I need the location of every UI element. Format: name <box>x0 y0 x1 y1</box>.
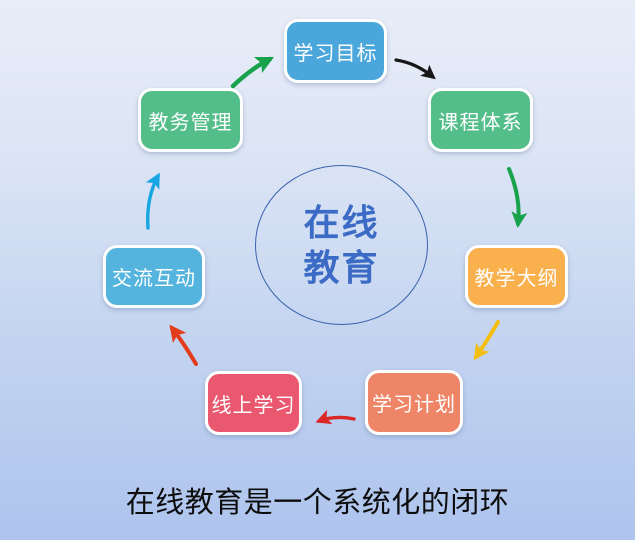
node-communication-interaction-label: 交流互动 <box>112 268 196 290</box>
arrow-course-to-syllabus <box>507 167 528 228</box>
node-study-plan-label: 学习计划 <box>372 394 456 416</box>
node-course-system: 课程体系 <box>428 88 533 152</box>
arrow-online-to-interact <box>169 324 198 366</box>
node-online-learning-label: 线上学习 <box>211 394 296 417</box>
arrow-plan-to-online <box>315 409 356 425</box>
node-study-plan: 学习计划 <box>365 370 463 435</box>
node-learning-goal-label: 学习目标 <box>293 42 378 65</box>
arrow-goal-to-course <box>394 58 436 80</box>
arrow-admin-to-goal <box>230 56 275 89</box>
center-circle: 在线 教育 <box>255 165 428 325</box>
node-teaching-syllabus-label: 教学大纲 <box>474 268 559 290</box>
node-course-system-label: 课程体系 <box>438 111 523 134</box>
node-academic-admin: 教务管理 <box>138 88 243 152</box>
arrow-syllabus-to-plan <box>473 320 500 361</box>
node-learning-goal: 学习目标 <box>284 19 387 83</box>
caption: 在线教育是一个系统化的闭环 <box>125 487 510 519</box>
arrow-interact-to-admin <box>145 172 160 230</box>
node-communication-interaction: 交流互动 <box>103 245 205 308</box>
center-title-line2: 教育 <box>303 247 380 288</box>
node-teaching-syllabus: 教学大纲 <box>465 245 568 308</box>
center-title-line1: 在线 <box>303 202 380 243</box>
node-academic-admin-label: 教务管理 <box>148 111 233 134</box>
node-online-learning: 线上学习 <box>205 371 302 435</box>
